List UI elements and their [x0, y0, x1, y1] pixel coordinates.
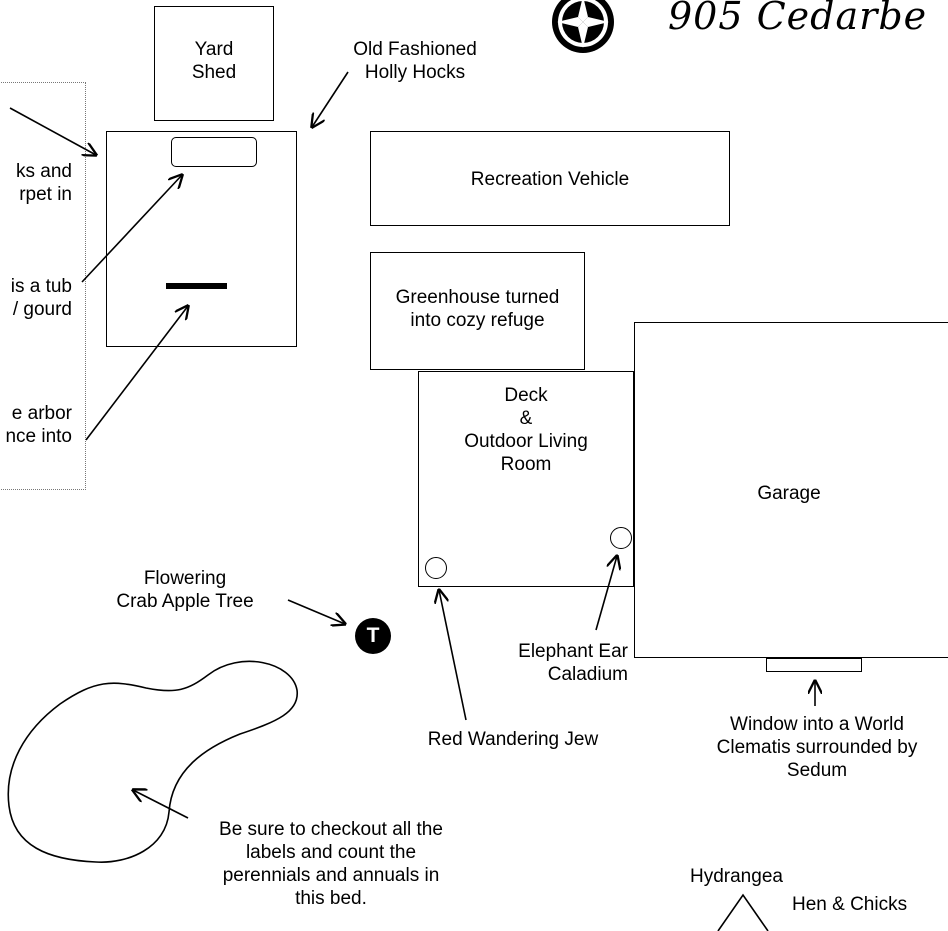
garage	[634, 322, 948, 658]
garden-bed-outline	[7, 660, 298, 863]
arrow-note-to-tub	[81, 175, 182, 283]
arrow-bed-note	[133, 790, 189, 819]
side-note-box	[0, 82, 86, 490]
recreation-vehicle	[370, 131, 730, 226]
garage-window	[766, 658, 862, 672]
planter-left	[425, 557, 447, 579]
garage-label: Garage	[757, 483, 821, 504]
tub	[171, 137, 257, 167]
greenhouse	[370, 252, 585, 370]
tree-marker: T	[355, 618, 391, 654]
hydrangea-label: Hydrangea	[690, 866, 783, 887]
arrow-note-to-plot	[9, 107, 96, 155]
recreation-vehicle-label: Recreation Vehicle	[470, 169, 630, 190]
arrow-crab-apple	[287, 599, 345, 624]
deck	[418, 371, 634, 587]
arrow-elephant-ear	[595, 556, 617, 631]
compass-rose-icon	[552, 0, 614, 53]
arrow-wandering-jew	[439, 590, 467, 721]
garden-plot	[106, 131, 297, 347]
arrow-note-to-arbor	[85, 306, 188, 441]
hen-chicks-label: Hen & Chicks	[792, 894, 908, 915]
page-title: 905 Cedarbe	[668, 0, 928, 38]
yard-shed	[154, 6, 274, 121]
side-note-2: is a tub/ gourd	[10, 276, 72, 320]
wandering-jew-label: Red Wandering Jew	[427, 729, 599, 750]
planter-right	[610, 527, 632, 549]
arrow-hollyhocks	[312, 71, 349, 127]
hydrangea-marker	[717, 893, 769, 931]
arbor	[166, 283, 227, 289]
